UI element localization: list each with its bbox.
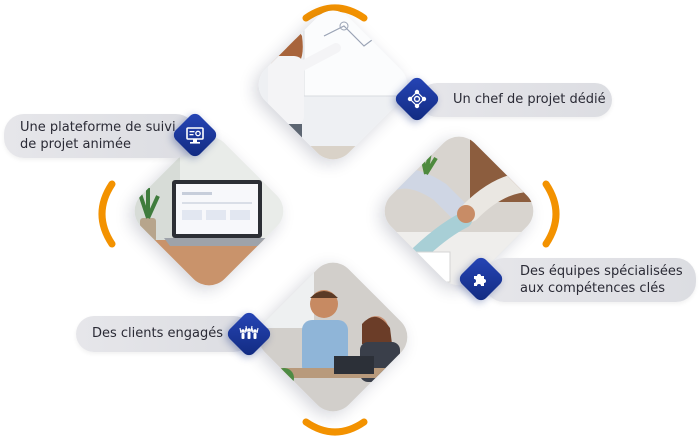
engaged-clients-label: Des clients engagés (76, 316, 252, 352)
monitor-settings-icon (186, 127, 204, 144)
project-manager-photo (249, 1, 417, 169)
left-orange-arc (98, 180, 116, 248)
engaged-clients-badge (224, 309, 274, 359)
specialized-teams-label: Des équipes spécialisées aux compétences… (484, 258, 696, 302)
bottom-orange-arc (302, 418, 368, 436)
right-orange-arc (542, 180, 560, 248)
platform-label: Une plateforme de suivi de projet animée (4, 114, 196, 158)
project-manager-label: Un chef de projet dédié (420, 83, 612, 117)
platform-badge (170, 110, 220, 160)
engaged-clients-photo (249, 253, 417, 421)
project-manager-badge (392, 74, 442, 124)
puzzle-icon (474, 274, 486, 286)
specialized-teams-badge (456, 254, 506, 304)
network-gear-icon (407, 89, 427, 109)
team-cheer-icon (239, 325, 259, 339)
